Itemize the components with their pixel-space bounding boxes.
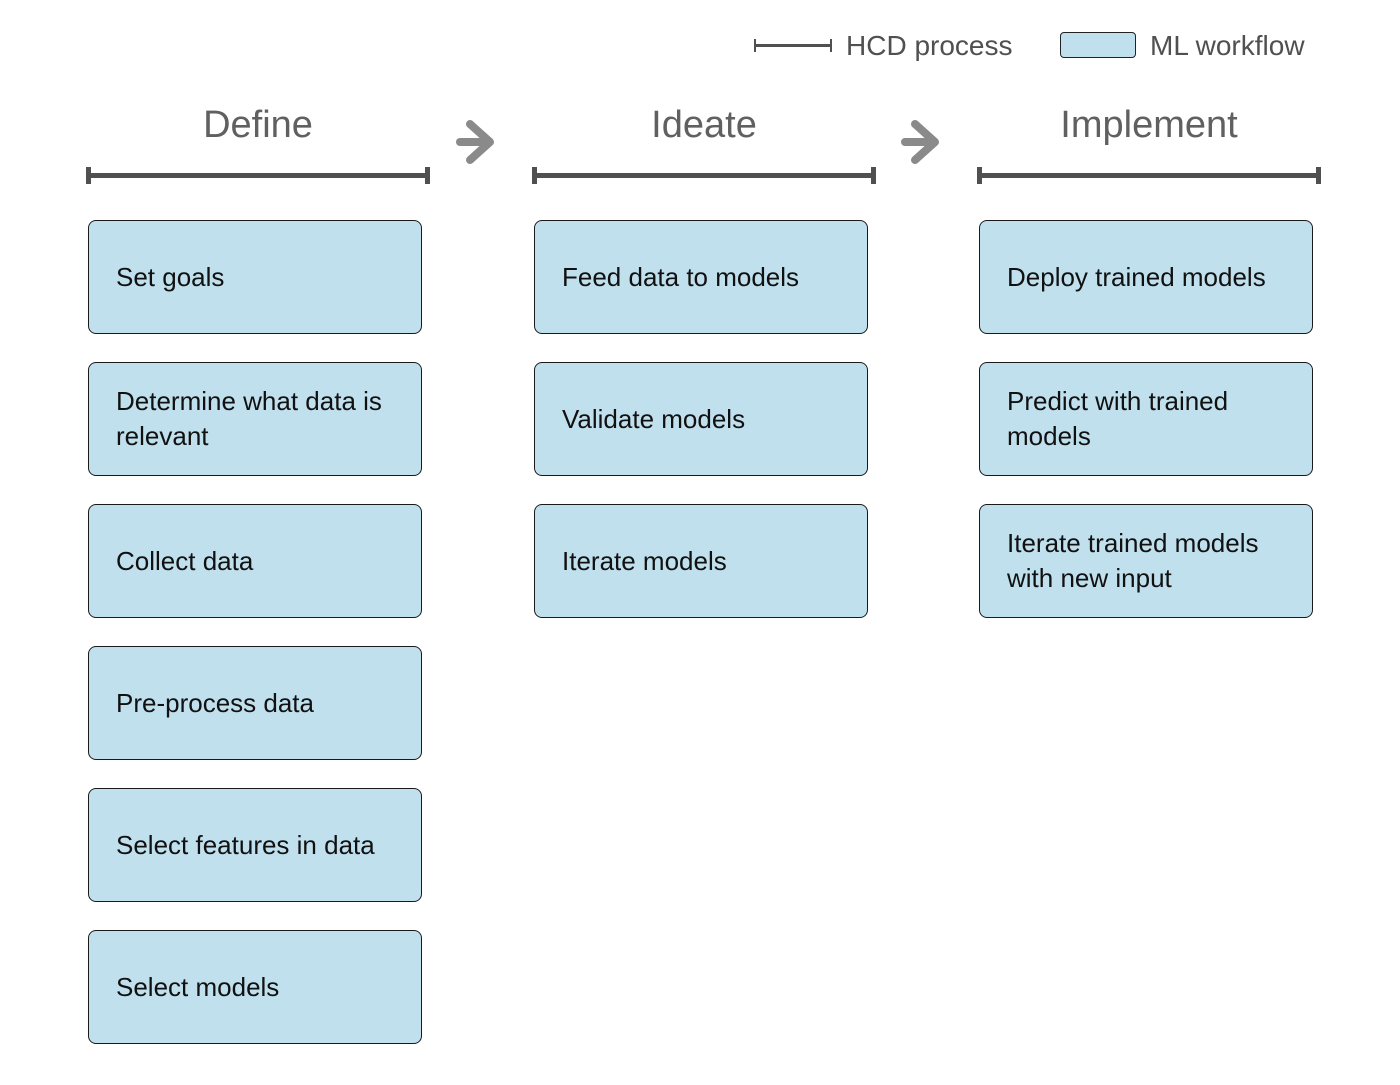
arrow-right-icon (456, 120, 494, 164)
step-list: Set goals Determine what data is relevan… (88, 220, 424, 1072)
hcd-process-bar (532, 167, 876, 184)
step-label: Select features in data (116, 829, 375, 860)
step-label: Validate models (562, 403, 746, 434)
step-box: Iterate models (534, 504, 868, 618)
step-box: Select models (88, 930, 422, 1044)
step-box: Deploy trained models (979, 220, 1313, 334)
step-box: Select features in data (88, 788, 422, 902)
phase-ideate: Ideate Feed data to models Validate mode… (532, 98, 876, 618)
phase-header: Implement (977, 98, 1321, 186)
step-label: Select models (116, 971, 280, 1002)
hcd-process-bar (977, 167, 1321, 184)
legend: HCD process ML workflow (752, 24, 1332, 68)
step-box: Determine what data is relevant (88, 362, 422, 476)
step-label: Set goals (116, 261, 225, 292)
step-box: Set goals (88, 220, 422, 334)
phase-implement: Implement Deploy trained models Predict … (977, 98, 1321, 618)
step-label: Determine what data is relevant (116, 386, 382, 451)
step-box: Validate models (534, 362, 868, 476)
step-label: Feed data to models (562, 261, 800, 292)
phase-define: Define Set goals Determine what data is … (86, 98, 430, 1044)
step-box: Iterate trained models with new input (979, 504, 1313, 618)
ml-workflow-box-swatch (1060, 32, 1136, 58)
step-box: Feed data to models (534, 220, 868, 334)
step-label: Predict with trained models (1007, 386, 1229, 451)
hcd-process-bar (86, 167, 430, 184)
step-label: Collect data (116, 545, 254, 576)
step-label: Iterate models (562, 545, 727, 576)
phase-title: Ideate (651, 104, 757, 146)
step-label: Iterate trained models with new input (1007, 528, 1259, 593)
step-box: Collect data (88, 504, 422, 618)
phase-title: Define (203, 104, 313, 146)
step-box: Predict with trained models (979, 362, 1313, 476)
hcd-process-legend-label: HCD process (846, 30, 1013, 61)
step-box: Pre-process data (88, 646, 422, 760)
arrow-right-icon (901, 120, 939, 164)
step-list: Feed data to models Validate models Iter… (534, 220, 870, 646)
phase-title: Implement (1060, 104, 1238, 146)
hcd-process-line-swatch (754, 39, 832, 52)
step-label: Pre-process data (116, 687, 314, 718)
step-label: Deploy trained models (1007, 261, 1266, 292)
phase-header: Define (86, 98, 430, 186)
ml-workflow-legend-label: ML workflow (1150, 30, 1305, 61)
phase-header: Ideate (532, 98, 876, 186)
step-list: Deploy trained models Predict with train… (979, 220, 1315, 646)
